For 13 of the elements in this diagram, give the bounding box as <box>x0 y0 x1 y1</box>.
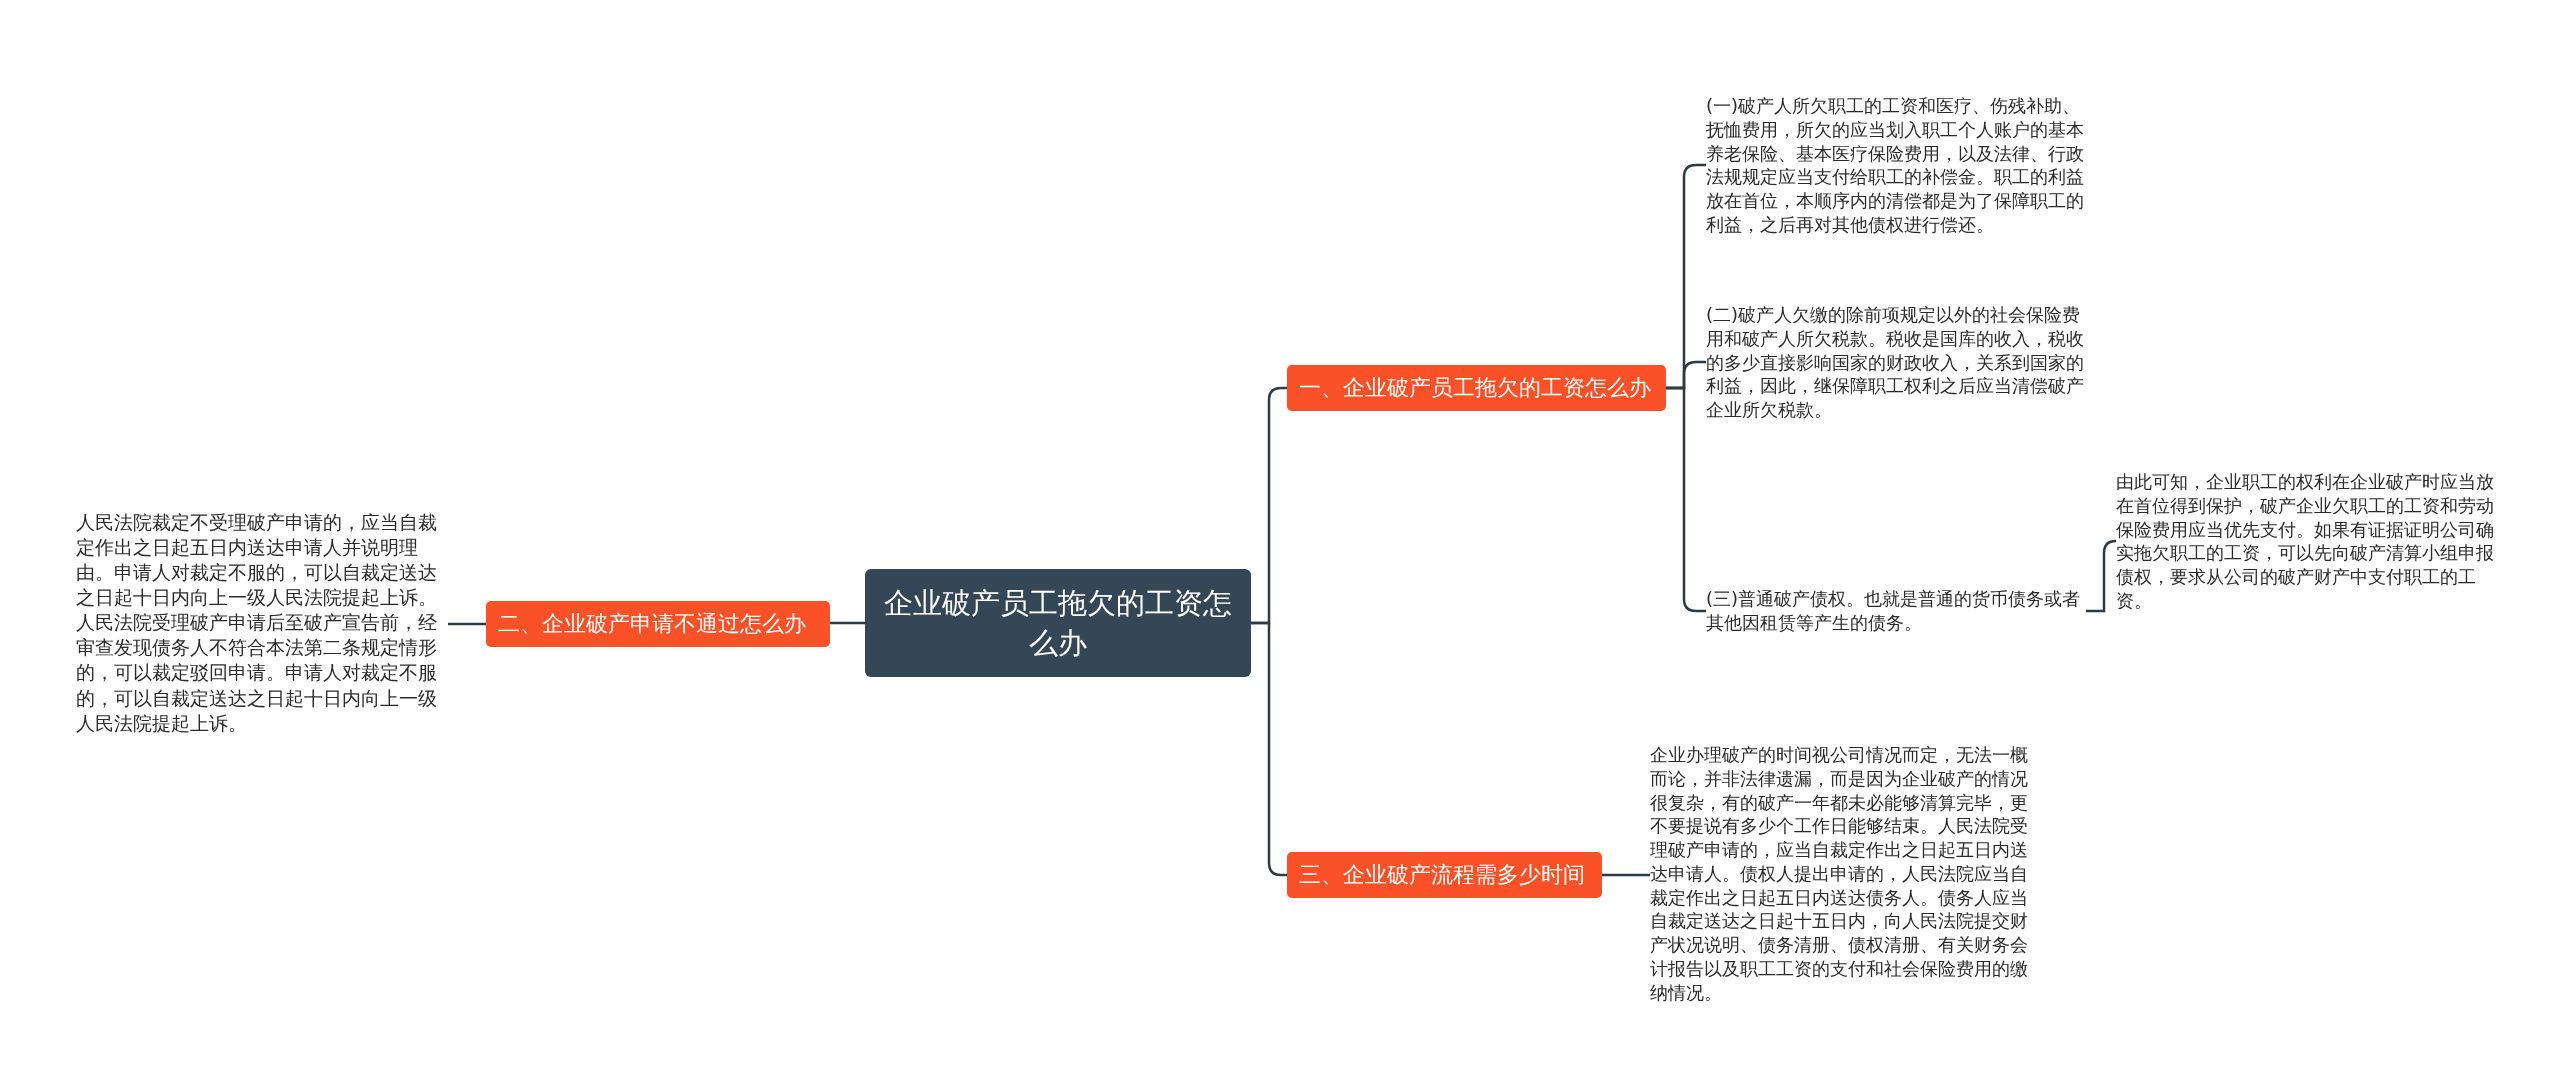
note-text: (三)普通破产债权。也就是普通的货币债务或者其他因租赁等产生的债务。 <box>1706 587 2082 635</box>
connector-line <box>830 621 865 625</box>
topic-box: 一、企业破产员工拖欠的工资怎么办 <box>1287 365 1666 411</box>
note-text: 人民法院裁定不受理破产申请的，应当自裁定作出之日起五日内送达申请人并说明理由。申请人对裁定不服的，可以自裁定送达之日起十日内向上一级人民法院提起上诉。人民法院受理破产申请后至破产宣告前，经审查发现债务人不符合本法第二条规定情形的，可以裁定驳回申请。申请人对裁定不服的，可以自裁定送达之日起十日内向上一级人民法院提起上诉。 <box>76 510 438 736</box>
note-text: 由此可知，企业职工的权利在企业破产时应当放在首位得到保护，破产企业欠职工的工资和劳动保险费用应当优先支付。如果有证据证明公司确实拖欠职工的工资，可以先向破产清算小组申报债权，要求从公司的破产财产中支付职工的工资。 <box>2116 469 2495 613</box>
note-text: (二)破产人欠缴的除前项规定以外的社会保险费用和破产人所欠税款。税收是国库的收入，税收的多少直接影响国家的财政收入，关系到国家的利益，因此，继保障职工权利之后应当清偿破产企业所欠税款。 <box>1706 302 2085 422</box>
connector-line <box>448 622 486 626</box>
connector-line <box>1602 873 1650 877</box>
topic-box: 三、企业破产流程需多少时间 <box>1287 852 1602 898</box>
note-text: (一)破产人所欠职工的工资和医疗、伤残补助、抚恤费用，所欠的应当划入职工个人账户的基本养老保险、基本医疗保险费用，以及法律、行政法规规定应当支付给职工的补偿金。职工的利益放在首位，本顺序内的清偿都是为了保障职工的利益，之后再对其他债权进行偿还。 <box>1706 93 2085 237</box>
topic-box: 二、企业破产申请不通过怎么办 <box>486 601 830 647</box>
note-text: 企业办理破产的时间视公司情况而定，无法一概而论，并非法律遗漏，而是因为企业破产的情况很复杂，有的破产一年都未必能够清算完毕，更不要提说有多少个工作日能够结束。人民法院受理破产申请的，应当自裁定作出之日起五日内送达申请人。债权人提出申请的，人民法院应当自裁定作出之日起五日内送达债务人。债务人应当自裁定送达之日起十五日内，向人民法院提交财产状况说明、债务清册、债权清册、有关财务会计报告以及职工工资的支付和社会保险费用的缴纳情况。 <box>1650 743 2029 1005</box>
central-topic-box: 企业破产员工拖欠的工资怎么办 <box>865 569 1251 677</box>
